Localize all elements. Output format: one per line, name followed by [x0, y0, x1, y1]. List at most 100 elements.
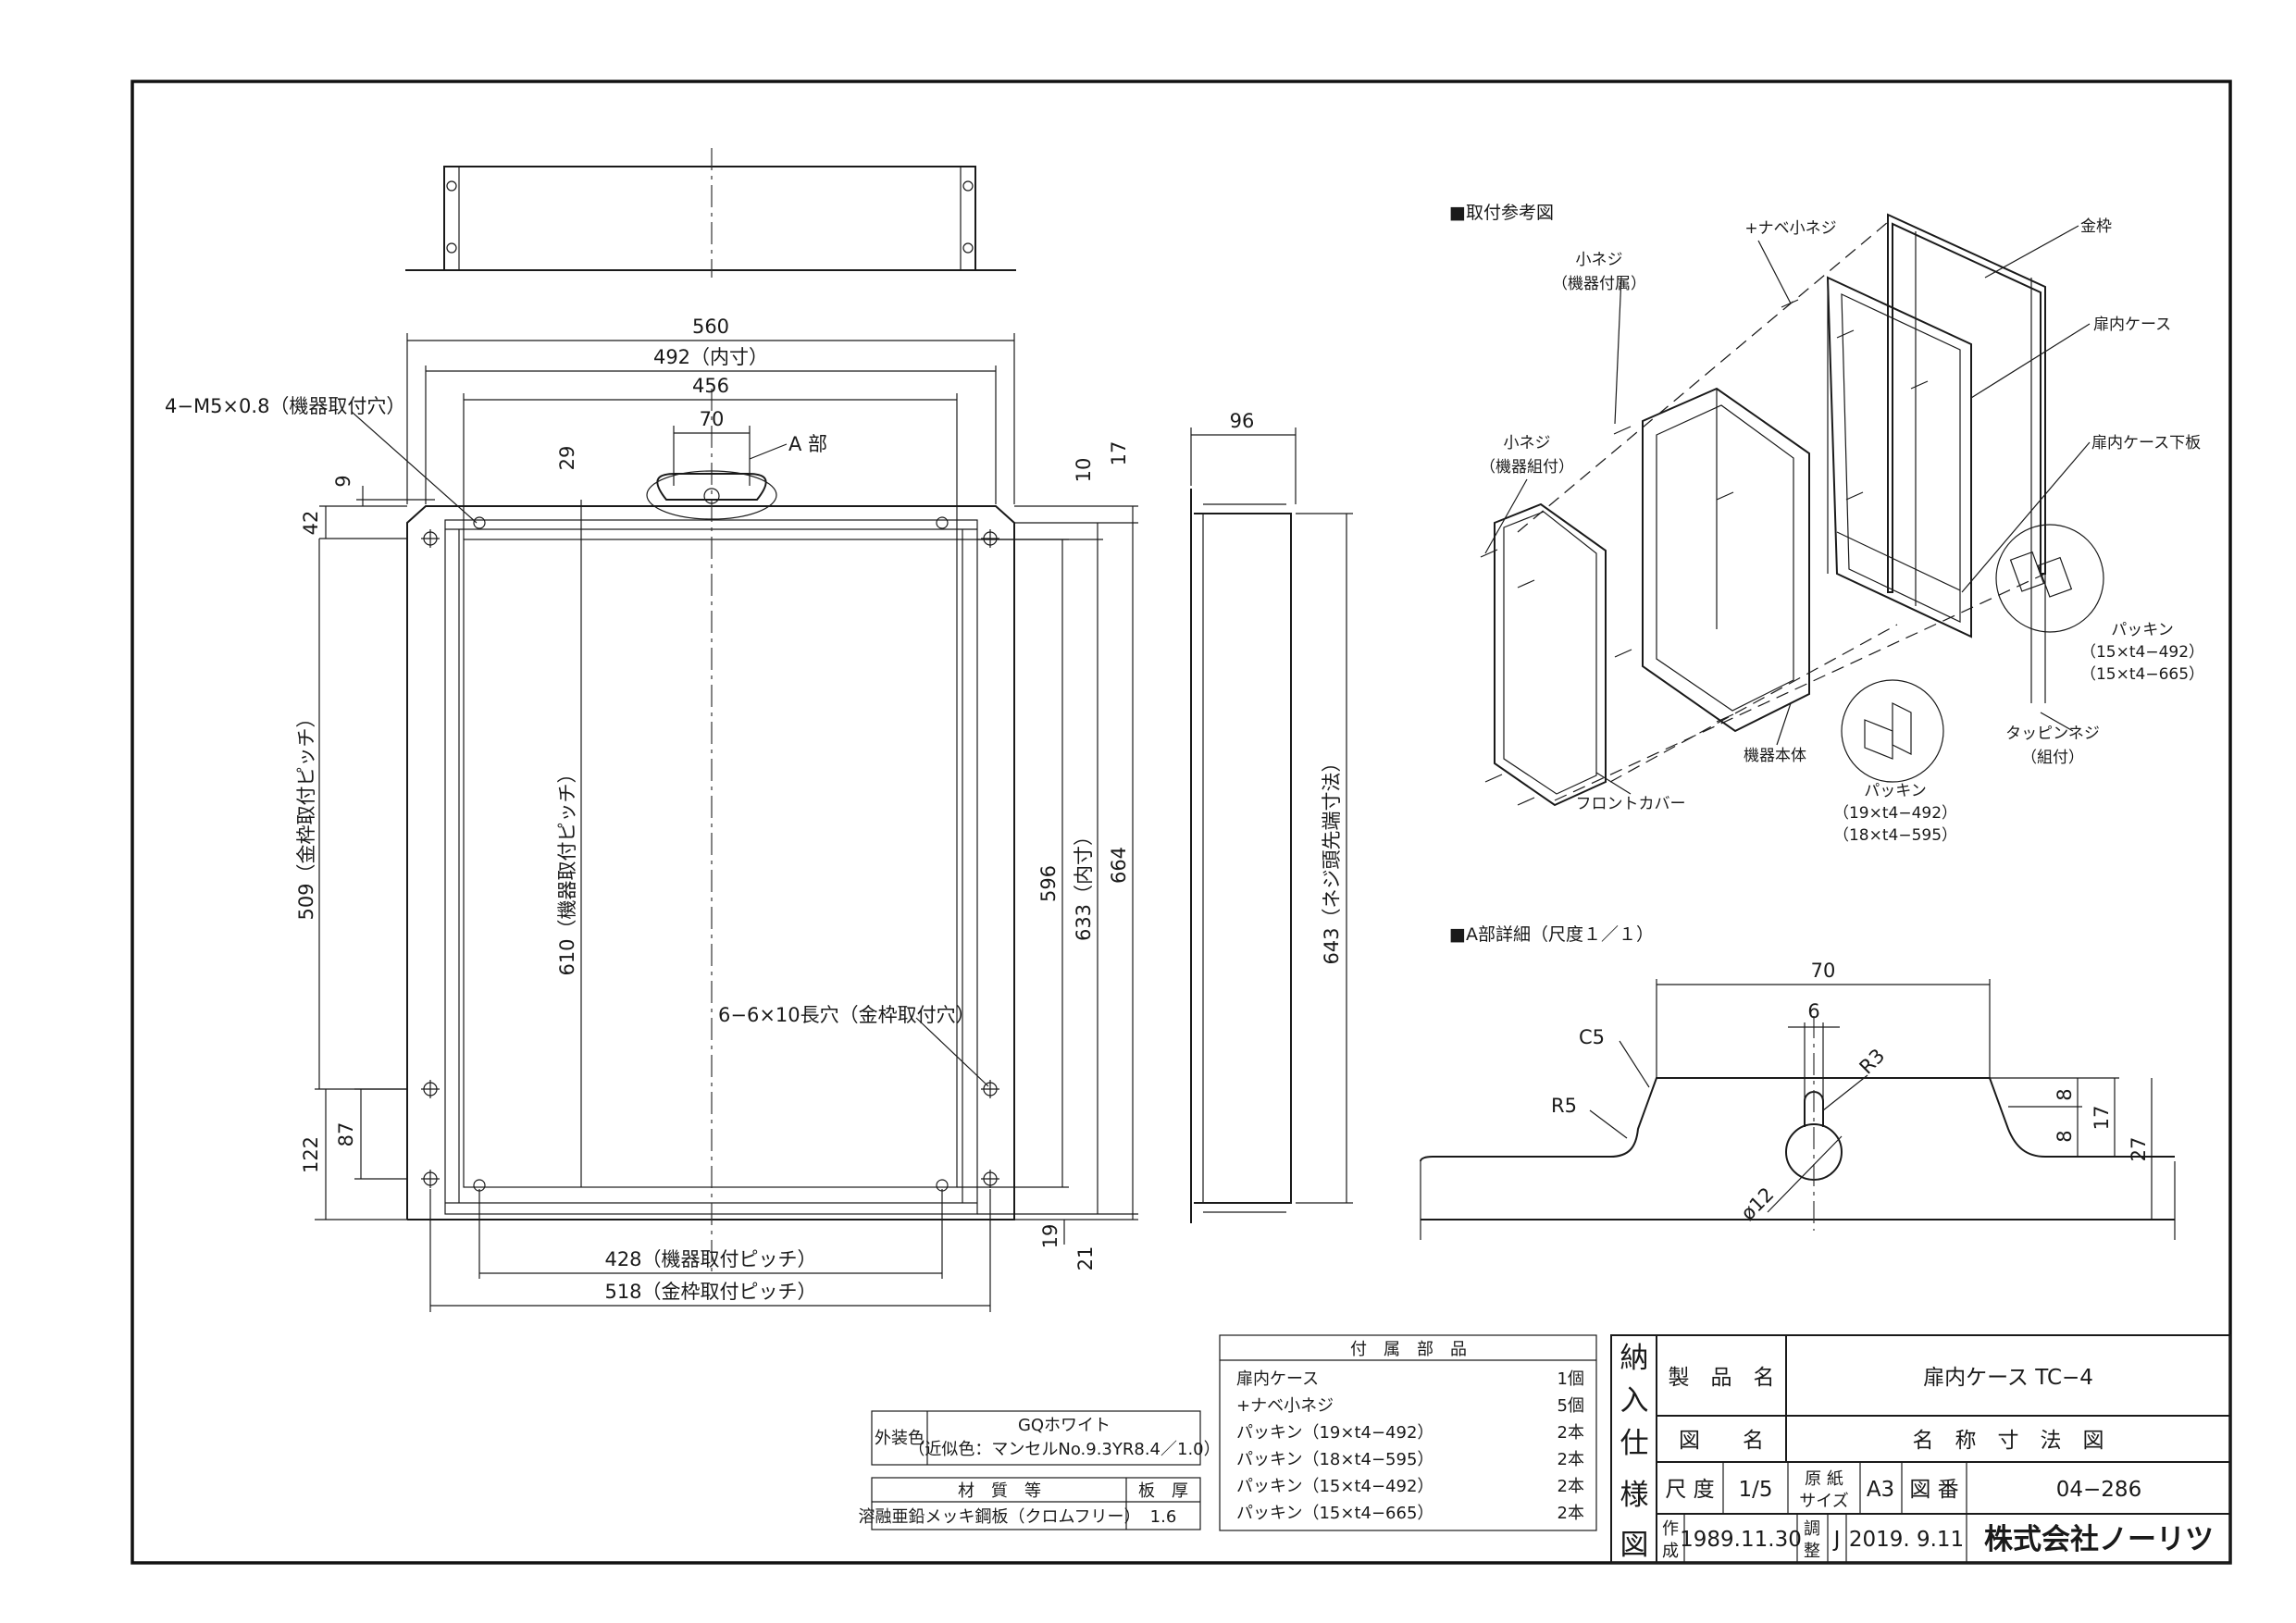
dim-10: 10: [1073, 458, 1095, 483]
finish-color: GQホワイト: [1018, 1416, 1111, 1435]
accessory-name: パッキン（15×t4−665）: [1236, 1504, 1433, 1523]
dim-518: 518（金枠取付ピッチ）: [604, 1281, 816, 1303]
drawing-number: 04−286: [2056, 1478, 2141, 1502]
label-packing-a-1: （15×t4−492）: [2080, 643, 2204, 662]
drawing-name: 名 称 寸 法 図: [1913, 1429, 2104, 1453]
delivery-char: 仕: [1620, 1427, 1649, 1460]
label-tapping-screw: タッピンネジ: [2005, 725, 2100, 743]
side-view: 96 643（ネジ頭先端寸法）: [1190, 410, 1353, 1223]
material-header: 材 質 等: [958, 1481, 1041, 1501]
accessory-name: パッキン（19×t4−492）: [1236, 1423, 1433, 1443]
dim-456: 456: [692, 375, 729, 397]
dim-96: 96: [1230, 410, 1255, 432]
detail-d8b: 8: [2054, 1130, 2076, 1142]
accessory-qty: 2本: [1558, 1477, 1584, 1496]
label-small-screw-2: 小ネジ: [1504, 434, 1551, 452]
paper-label-2: サイズ: [1799, 1492, 1848, 1511]
dim-633: 633（内寸）: [1073, 826, 1095, 941]
paper-size: A3: [1867, 1478, 1894, 1502]
adj-label-1: 調: [1804, 1519, 1820, 1539]
dim-70: 70: [700, 408, 725, 430]
made-label-1: 作: [1662, 1519, 1679, 1539]
detail-phi12: ø12: [1737, 1183, 1779, 1225]
accessory-name: 扉内ケース: [1236, 1369, 1319, 1389]
delivery-char: 図: [1620, 1529, 1649, 1562]
front-view: 560 492（内寸） 456 70 A 部 4−M5×0.8（機器取付穴） 9…: [165, 316, 1138, 1312]
accessory-qty: 2本: [1558, 1450, 1584, 1469]
top-view: [405, 148, 1016, 278]
adj-label-2: 整: [1804, 1542, 1820, 1561]
made-date: 1989.11.30: [1680, 1528, 1802, 1552]
label-a-part: A 部: [788, 433, 827, 455]
dim-29: 29: [556, 446, 578, 471]
delivery-char: 納: [1620, 1342, 1649, 1375]
assembly-diagram: ■取付参考図: [1449, 203, 2204, 845]
accessories-rows: 扉内ケース 1個 +ナベ小ネジ 5個 パッキン（19×t4−492） 2本 パッ…: [1236, 1369, 1584, 1523]
accessory-qty: 2本: [1558, 1504, 1584, 1523]
dim-428: 428（機器取付ピッチ）: [604, 1248, 816, 1270]
dim-122: 122: [300, 1136, 322, 1173]
adj-date: 2019. 9.11: [1849, 1528, 1964, 1552]
dim-509: 509（金枠取付ピッチ）: [295, 708, 317, 920]
label-small-screw-2-sub: （機器組付）: [1480, 458, 1574, 477]
made-label-2: 成: [1662, 1542, 1679, 1561]
accessory-qty: 5個: [1558, 1396, 1584, 1416]
accessory-name: パッキン（15×t4−492）: [1236, 1477, 1433, 1496]
assembly-title: ■取付参考図: [1449, 203, 1554, 223]
accessories-header: 付 属 部 品: [1350, 1340, 1467, 1359]
thickness-header: 板 厚: [1138, 1481, 1188, 1501]
delivery-char: 様: [1620, 1479, 1649, 1512]
thickness-value: 1.6: [1150, 1507, 1177, 1527]
label-small-screw-1-sub: （機器付属）: [1552, 275, 1646, 293]
company-name: 株式会社ノーリツ: [1984, 1523, 2214, 1556]
product-name: 扉内ケース TC−4: [1923, 1366, 2093, 1390]
detail-dim-70: 70: [1811, 960, 1836, 982]
dim-21: 21: [1074, 1246, 1097, 1271]
dim-560: 560: [692, 316, 729, 338]
label-front-cover: フロントカバー: [1576, 795, 1686, 813]
dim-19: 19: [1039, 1224, 1061, 1249]
finish-approx: （近似色：マンセルNo.9.3YR8.4／1.0）: [908, 1440, 1220, 1459]
title-block: 納 入 仕 様 図 製 品 名 扉内ケース TC−4 図 名 名 称 寸 法 図…: [1610, 1334, 2231, 1564]
scale-label: 尺 度: [1665, 1478, 1714, 1502]
dim-42: 42: [300, 511, 322, 536]
label-packing-a: パッキン: [2111, 621, 2174, 639]
label-metal-frame: 金枠: [2080, 217, 2112, 236]
number-label: 図 番: [1909, 1478, 1958, 1502]
detail-r5: R5: [1551, 1095, 1577, 1117]
scale-value: 1/5: [1738, 1478, 1772, 1502]
note-slots: 6−6×10長穴（金枠取付穴）: [718, 1004, 975, 1026]
dim-596: 596: [1037, 865, 1060, 902]
product-label: 製 品 名: [1669, 1366, 1775, 1390]
paper-label-1: 原 紙: [1805, 1469, 1843, 1489]
accessory-name: パッキン（18×t4−595）: [1236, 1450, 1433, 1469]
detail-a: ■A部詳細（尺度１／１） 70 6 C5 R3 R: [1420, 924, 2176, 1240]
label-packing-b-2: （18×t4−595）: [1833, 826, 1957, 845]
label-small-screw-1: 小ネジ: [1576, 251, 1623, 269]
dim-643: 643（ネジ頭先端寸法）: [1321, 752, 1343, 964]
sheet-border: [130, 80, 2232, 1565]
accessories-table: 付 属 部 品 扉内ケース 1個 +ナベ小ネジ 5個 パッキン（19×t4−49…: [1219, 1334, 1597, 1531]
label-door-case: 扉内ケース: [2093, 316, 2171, 334]
accessory-qty: 1個: [1558, 1369, 1584, 1389]
label-bottom-plate: 扉内ケース下板: [2091, 434, 2201, 452]
detail-d8a: 8: [2054, 1088, 2076, 1100]
dim-87: 87: [335, 1122, 357, 1147]
dim-9: 9: [332, 475, 354, 487]
drawing-label: 図 名: [1679, 1429, 1764, 1453]
detail-title: ■A部詳細（尺度１／１）: [1449, 924, 1654, 945]
label-packing-b: パッキン: [1864, 782, 1927, 800]
dim-492: 492（内寸）: [653, 346, 768, 368]
delivery-char: 入: [1620, 1384, 1649, 1418]
finish-table: 外装色 GQホワイト （近似色：マンセルNo.9.3YR8.4／1.0） 材 質…: [859, 1410, 1221, 1530]
detail-c5: C5: [1579, 1026, 1605, 1048]
label-packing-a-2: （15×t4−665）: [2080, 665, 2204, 684]
accessory-qty: 2本: [1558, 1423, 1584, 1443]
label-pan-screw: +ナベ小ネジ: [1744, 219, 1836, 238]
dim-664: 664: [1108, 847, 1130, 884]
label-packing-b-1: （19×t4−492）: [1833, 804, 1957, 823]
note-m5-holes: 4−M5×0.8（機器取付穴）: [165, 395, 405, 417]
label-tapping-screw-sub: （組付）: [2021, 749, 2084, 767]
finish-label: 外装色: [875, 1429, 925, 1448]
